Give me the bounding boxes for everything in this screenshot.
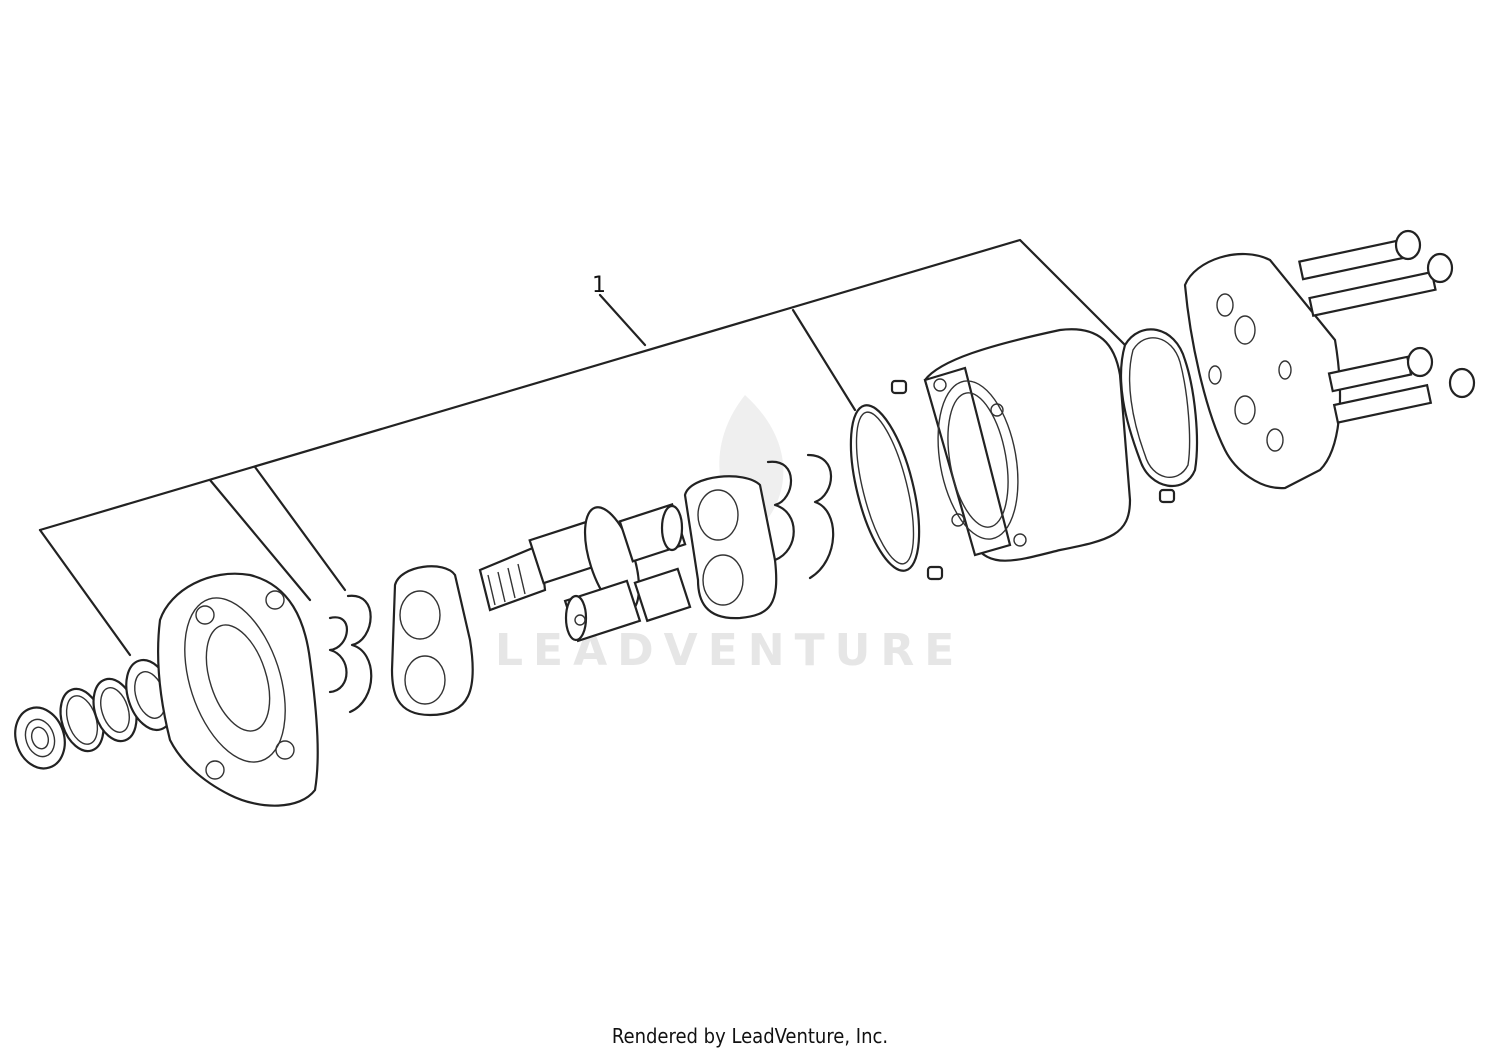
footer-credit: Rendered by LeadVenture, Inc. [611,1024,889,1048]
watermark-text: LEADVENTURE [495,625,964,676]
wire-clips-front [328,594,373,714]
rear-bearing-block [683,475,778,620]
front-housing [156,572,319,807]
shaft-seal [14,706,66,770]
dowel-pins [890,379,1176,581]
drive-gear-shaft [478,502,687,614]
driven-gear-shaft [563,567,692,643]
callout-leader-lines [38,238,1132,657]
callout-label-1: 1 [592,273,606,298]
gear-housing-body [923,328,1132,562]
wire-clips-rear [766,453,835,580]
front-bearing-block [390,565,474,717]
end-cover [1183,252,1342,490]
cap-screws [1298,229,1476,424]
o-ring-seal [849,404,921,572]
rear-gasket [1119,328,1199,488]
